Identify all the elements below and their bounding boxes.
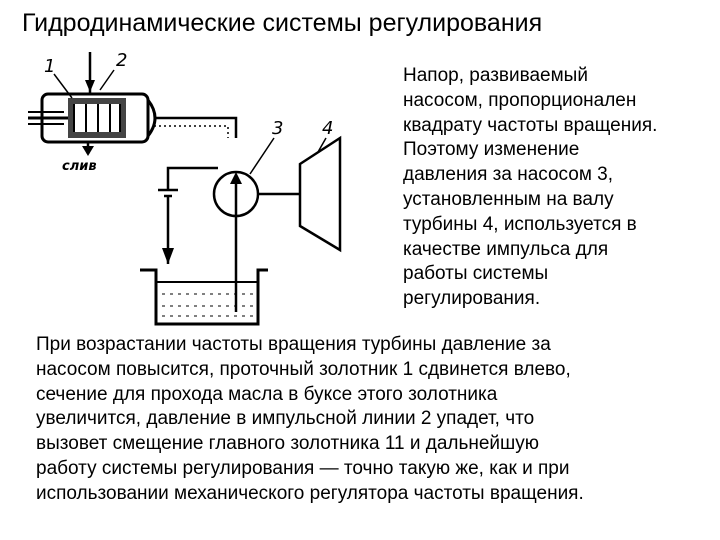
hydrodynamic-regulation-diagram: 1 2 3 4 слив [28, 50, 342, 326]
text-line: Напор, развиваемый [403, 65, 588, 86]
pressure-pipe [154, 116, 238, 274]
text-line: насосом, пропорционален [403, 89, 637, 111]
slide-title: Гидродинамические системы регулирования [22, 9, 543, 37]
label-2: 2 [116, 50, 127, 71]
text-line: При возрастании частоты вращения турбины… [36, 334, 551, 355]
description-bottom: При возрастании частоты вращения турбины… [36, 333, 716, 507]
oil-tank [140, 268, 268, 326]
text-line: качестве импульса для [403, 238, 609, 260]
text-line: турбины 4, используется в [403, 213, 637, 235]
label-drain: слив [62, 159, 97, 174]
text-line: регулирования. [403, 288, 541, 310]
text-line: квадрату частоты вращения. [403, 114, 658, 136]
text-line: сечение для прохода масла в буксе этого … [36, 383, 498, 405]
text-line: давления за насосом 3, [403, 164, 614, 186]
label-1: 1 [44, 56, 55, 77]
text-line: установленным на валу [403, 188, 614, 210]
pump-3 [212, 137, 300, 218]
text-line: работы системы [403, 263, 549, 285]
description-right: Напор, развиваемый насосом, пропорционал… [403, 64, 715, 312]
label-3: 3 [272, 118, 283, 139]
turbine-4 [298, 135, 342, 253]
drain-line [82, 142, 94, 156]
text-line: использовании механического регулятора ч… [36, 482, 584, 504]
impulse-line-2 [85, 52, 95, 94]
text-line: насосом повысится, проточный золотник 1 … [36, 358, 571, 380]
label-4: 4 [322, 118, 333, 139]
text-line: работу системы регулирования — точно так… [36, 457, 570, 479]
text-line: вызовет смещение главного золотника 11 и… [36, 433, 540, 455]
text-line: Поэтому изменение [403, 139, 580, 161]
spool-valve [28, 92, 157, 144]
text-line: увеличится, давление в импульсной линии … [36, 408, 535, 430]
